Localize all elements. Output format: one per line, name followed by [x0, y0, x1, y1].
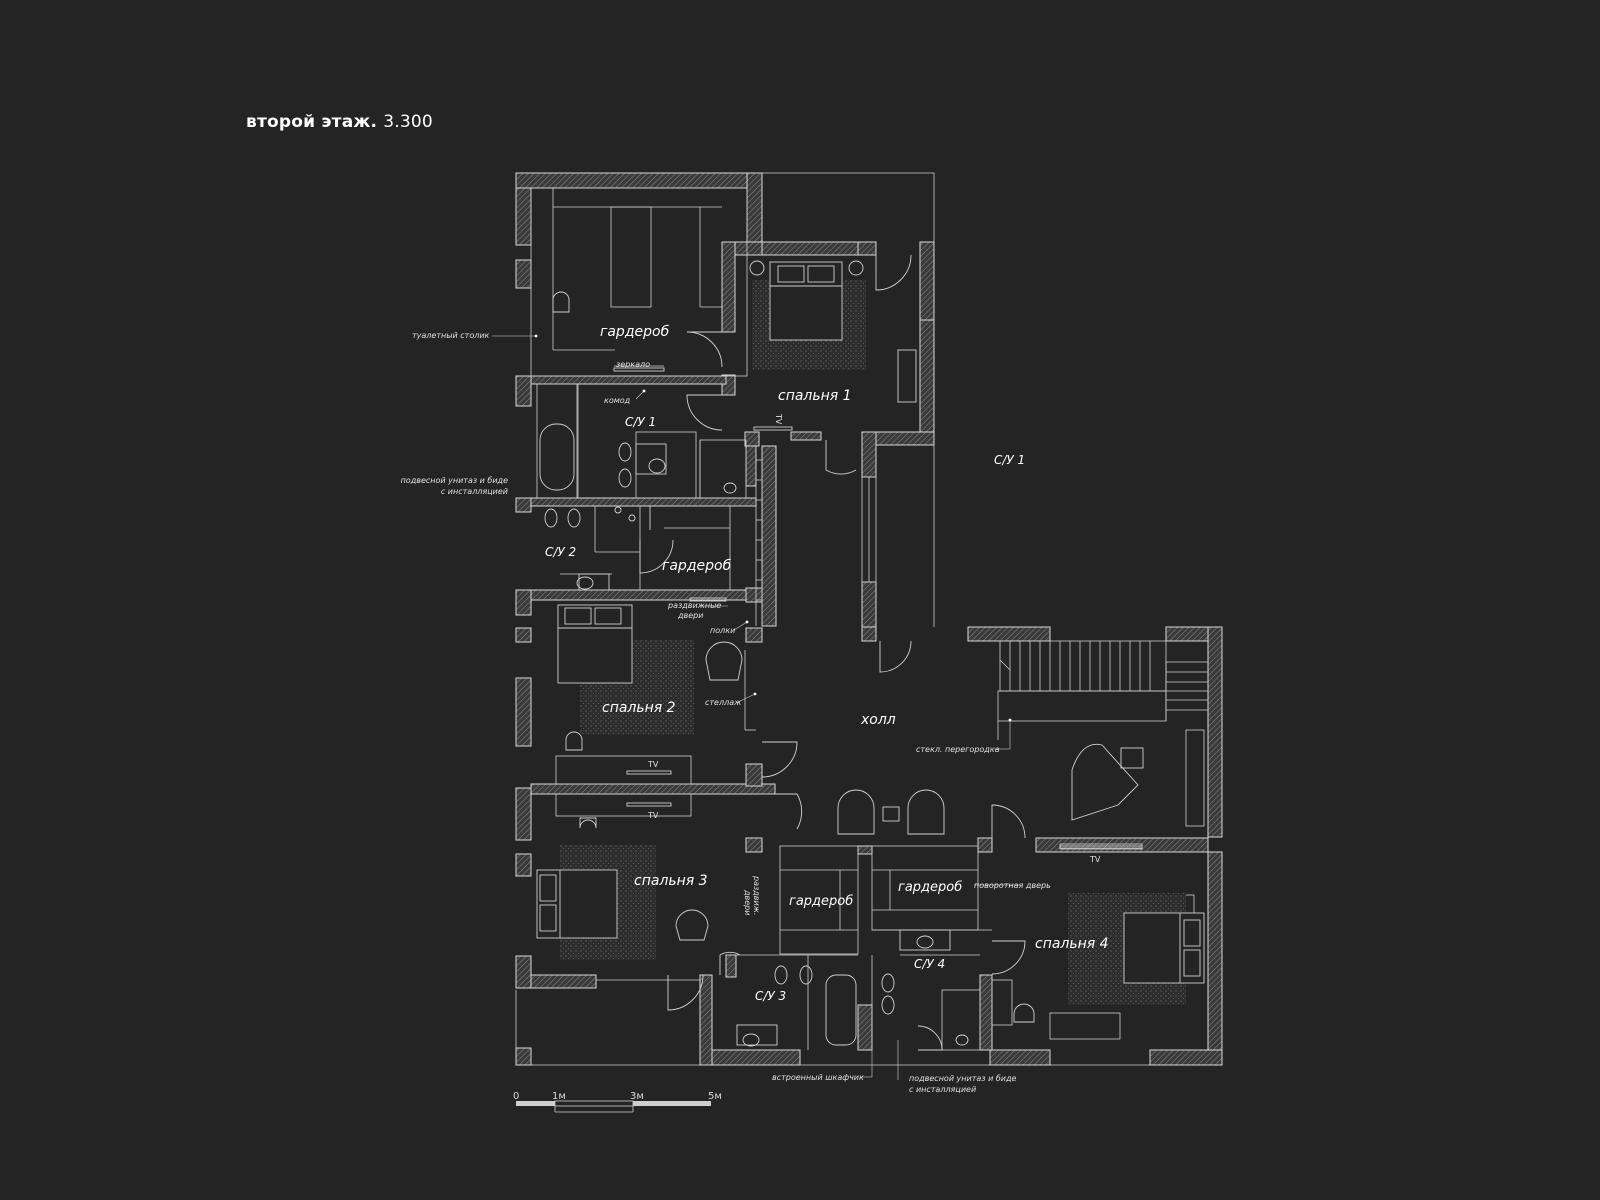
- scale-mark-5: 5м: [708, 1091, 722, 1102]
- beds: [536, 260, 1205, 984]
- room-label-bedroom-3: спальня 3: [634, 873, 708, 889]
- scale-mark-3: 3м: [630, 1091, 644, 1102]
- room-label-bath-1: С/У 1: [625, 415, 656, 429]
- title-level: 3.300: [383, 112, 433, 132]
- room-label-bath-4: С/У 4: [914, 957, 945, 971]
- title-text: второй этаж.: [246, 112, 378, 132]
- note-toilet-bottom-1: подвесной унитаз и биде: [909, 1074, 1016, 1083]
- room-label-bedroom-2: спальня 2: [602, 700, 676, 716]
- corridor-window: [756, 459, 762, 601]
- note-sliding-2: двери: [677, 611, 703, 620]
- room-label-wardrobe-mid: гардероб: [662, 558, 732, 574]
- tv-bars: [613, 367, 1143, 850]
- note-glass-partition: стекл. перегородка: [916, 745, 1000, 754]
- note-rack: стеллаж: [705, 698, 742, 707]
- tv-label-bedroom-4: TV: [1089, 855, 1101, 864]
- tv-label-bedroom-1: TV: [774, 413, 783, 425]
- scale-mark-0: 0: [513, 1091, 519, 1102]
- note-sliding-1: раздвижные: [667, 601, 721, 610]
- tv-label-bedroom-3: TV: [647, 811, 659, 820]
- note-shelves: полки: [710, 626, 735, 635]
- page-title: второй этаж. 3.300: [246, 112, 433, 132]
- note-mirror: зеркало: [616, 360, 650, 369]
- note-toilet-left-1: подвесной унитаз и биде: [401, 476, 508, 485]
- note-pivot-door: поворотная дверь: [974, 881, 1051, 890]
- room-label-wardrobe-top: гардероб: [600, 324, 670, 340]
- leaders: [492, 335, 1020, 1080]
- note-sliding-vertical-2: двери: [743, 889, 752, 915]
- leader-dots: [534, 334, 1012, 722]
- note-toilet-bottom-2: с инсталляцией: [909, 1085, 976, 1094]
- room-label-bath-1-outside: С/У 1: [994, 453, 1025, 467]
- rugs: [560, 280, 1186, 1005]
- scale-bar: 0 1м 3м 5м: [513, 1091, 722, 1113]
- room-label-wardrobe-low2: гардероб: [898, 880, 962, 895]
- scale-mark-1: 1м: [552, 1091, 566, 1102]
- note-vanity: туалетный столик: [412, 331, 490, 340]
- note-toilet-left-2: с инсталляцией: [441, 487, 508, 496]
- room-label-hall: холл: [860, 712, 896, 728]
- room-label-bedroom-4: спальня 4: [1035, 936, 1109, 952]
- room-label-bedroom-1: спальня 1: [778, 388, 852, 404]
- room-label-wardrobe-low1: гардероб: [789, 894, 853, 909]
- note-dresser: комод: [604, 396, 631, 405]
- room-label-bath-3: С/У 3: [755, 989, 786, 1003]
- furniture: [539, 291, 1144, 1047]
- note-cabinet: встроенный шкафчик: [772, 1073, 864, 1082]
- note-sliding-vertical-1: раздвиж.: [752, 875, 761, 915]
- room-label-bath-2: С/У 2: [545, 545, 576, 559]
- tv-label-bedroom-2: TV: [647, 760, 659, 769]
- doors: [639, 254, 1026, 1051]
- stair-treads: [999, 641, 1208, 692]
